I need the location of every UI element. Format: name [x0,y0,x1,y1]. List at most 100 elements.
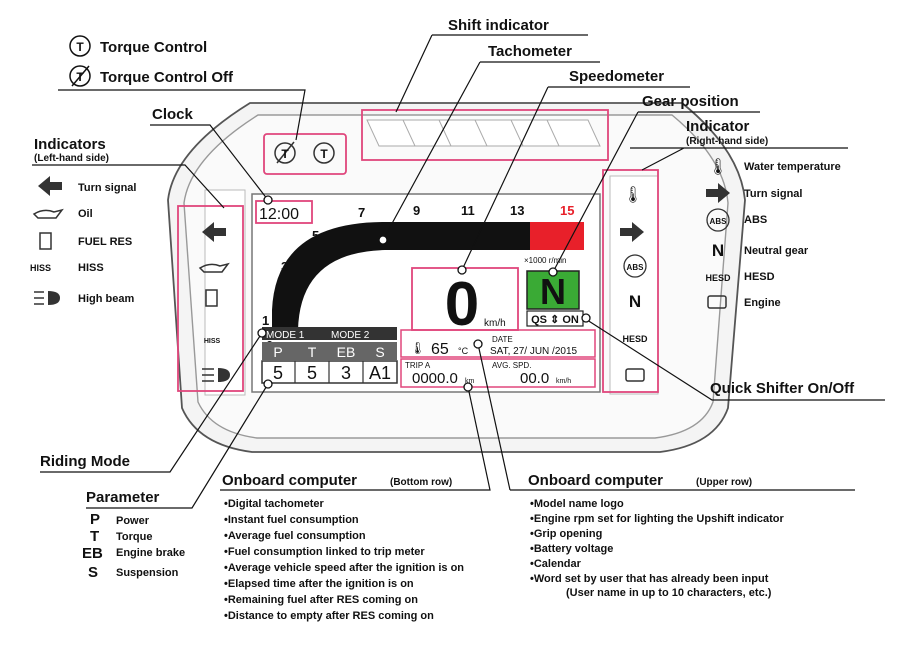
avg-speed-value: 00.0 [520,370,549,387]
label-indicator-right: Indicator [686,118,750,135]
param-code-p: P [273,344,282,360]
label-indicator-right-sub: (Right-hand side) [686,136,768,147]
left-indicator-label-1: Oil [78,208,93,220]
dash-high-beam-icon [218,368,230,382]
label-torque-control-off: Torque Control Off [100,69,234,86]
onboard-upper-item: •Model name logo [530,498,624,510]
temp-unit: °C [458,346,469,356]
onboard-upper-list: Onboard computer (Upper row) •Model name… [528,472,785,599]
riding-mode-panel: MODE 1 MODE 2 P T EB S 5 5 3 A1 [261,327,398,384]
mode-1-label: MODE 1 [266,330,305,341]
label-shift-indicator: Shift indicator [448,17,549,34]
param-value-t: 5 [307,363,317,383]
left-indicator-label-4: High beam [78,293,134,305]
svg-text:T: T [281,147,289,161]
fuel-res-icon [39,232,52,250]
high-beam-icon [48,291,60,305]
onboard-bottom-item: •Distance to empty after RES coming on [224,610,434,622]
left-indicator-label-2: FUEL RES [78,236,132,248]
tach-tick-7: 7 [358,205,365,220]
param-legend-label-0: Power [116,515,150,527]
dash-fuel-icon [205,289,218,307]
engine-icon [707,295,727,309]
label-clock: Clock [152,106,194,123]
left-indicator-legend: Turn signal Oil FUEL RES HISS HISS High … [30,176,136,305]
avg-speed-label: AVG. SPD. [492,361,531,370]
clock-display: 12:00 [259,206,299,223]
neutral-gear-icon: N [712,241,724,260]
onboard-upper-subtitle: (Upper row) [696,477,752,488]
label-speedometer: Speedometer [569,68,664,85]
turn-signal-right-icon [706,183,730,203]
dash-left-indicator-icons: HISS [198,222,230,382]
param-code-s: S [375,344,384,360]
onboard-upper-item: •Calendar [530,558,582,570]
label-tachometer: Tachometer [488,43,572,60]
right-indicator-legend: 🌡 Water temperature Turn signal ABS ABS … [705,158,840,309]
label-quick-shifter: Quick Shifter On/Off [710,380,855,397]
left-indicator-label-3: HISS [78,262,104,274]
dash-neutral-icon: N [629,292,641,311]
leader-lines [32,34,885,509]
svg-text:T: T [76,70,84,84]
dash-turn-signal-left-icon [202,222,226,242]
abs-icon [706,208,730,232]
onboard-computer-display: 🌡 65 °C DATE SAT, 27/ JUN /2015 TRIP A 0… [400,329,596,388]
gear-value: N [540,271,566,312]
dash-turn-signal-right-icon [620,222,644,242]
svg-text:T: T [76,40,84,54]
label-riding-mode: Riding Mode [40,453,130,470]
tach-tick-11: 11 [461,203,475,218]
onboard-bottom-item: •Elapsed time after the ignition is on [224,578,414,590]
right-indicator-label-5: Engine [744,297,781,309]
left-indicator-label-0: Turn signal [78,182,136,194]
label-indicators-left-sub: (Left-hand side) [34,153,109,164]
param-legend-label-3: Suspension [116,567,179,579]
oil-icon [32,208,64,219]
tach-tick-5: 5 [312,228,319,243]
callout-highlights [177,109,659,393]
label-torque-control: Torque Control [100,39,207,56]
dash-water-temp-icon: 🌡 [623,186,643,204]
torque-control-off-legend-icon [69,65,91,87]
label-parameter: Parameter [86,489,160,506]
right-indicator-label-0: Water temperature [744,161,841,173]
onboard-bottom-item: •Remaining fuel after RES coming on [224,594,418,606]
torque-control-legend-icon [69,35,91,57]
svg-text:ABS: ABS [710,217,728,226]
avg-speed-unit: km/h [556,378,571,385]
temp-value: 65 [431,341,449,358]
onboard-upper-item: •Engine rpm set for lighting the Upshift… [530,513,785,525]
param-value-s: A1 [369,363,391,383]
param-legend-code-0: P [90,511,100,528]
dash-oil-icon [198,262,230,273]
date-label: DATE [492,335,513,344]
mode-2-label: MODE 2 [331,330,370,341]
right-indicator-label-4: HESD [744,271,775,283]
param-legend-code-1: T [90,528,99,545]
param-value-eb: 3 [341,363,351,383]
shift-indicator-segments [366,119,601,147]
param-legend-code-3: S [88,564,98,581]
tach-tick-1: 1 [262,313,269,328]
onboard-upper-item: •Battery voltage [530,543,613,555]
svg-text:T: T [320,147,328,161]
tach-tick-3: 3 [281,259,288,274]
speed-unit: km/h [484,318,506,329]
dash-right-indicator-icons: 🌡 ABS N HESD [620,186,648,382]
speedometer-display: 0 km/h [445,270,506,339]
tach-unit: ×1000 r/min [524,256,566,265]
torque-legend: T Torque Control T Torque Control Off [69,35,234,87]
label-indicators-left: Indicators [34,136,106,153]
onboard-bottom-item: •Average fuel consumption [224,530,366,542]
speed-value: 0 [445,270,479,339]
param-legend-label-2: Engine brake [116,547,185,559]
right-indicator-label-3: Neutral gear [744,245,809,257]
dash-engine-icon [625,368,645,382]
onboard-bottom-item: •Fuel consumption linked to trip meter [224,546,425,558]
dash-hesd-icon: HESD [622,334,648,344]
param-value-p: 5 [273,363,283,383]
onboard-upper-item: •Word set by user that has already been … [530,573,769,585]
trip-unit: km [465,378,475,385]
dash-torque-icons: T T [274,141,335,164]
